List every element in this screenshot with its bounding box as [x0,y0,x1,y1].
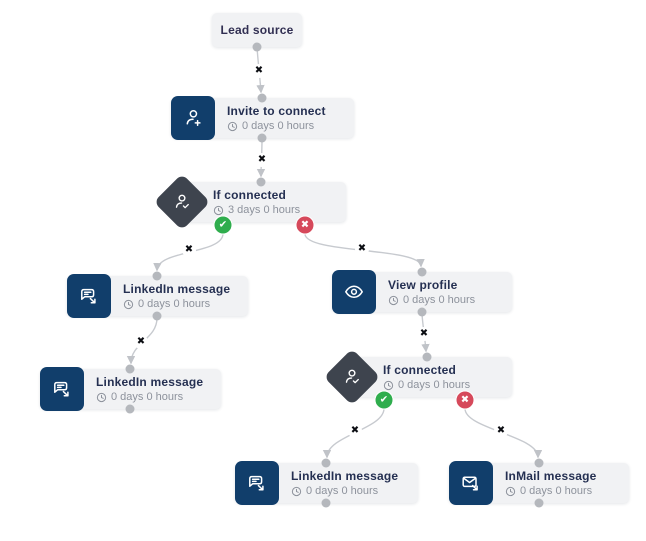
node-if-connected-1[interactable]: If connected 3 days 0 hours [153,173,346,231]
check-icon: ✔ [218,219,228,230]
node-delay-text: 0 days 0 hours [520,485,593,497]
node-title: LinkedIn message [96,375,204,389]
chat-forward-icon-svg [81,288,96,304]
user-plus-icon [171,96,215,140]
mail-forward-icon [449,461,493,505]
node-title: View profile [388,278,458,292]
connection-handle[interactable] [257,133,267,143]
node-title: If connected [383,363,457,377]
node-delay-text: 0 days 0 hours [306,485,379,497]
delete-edge-icon[interactable]: ✖ [255,153,269,167]
branch-no-badge: ✖ [455,390,475,410]
node-text: LinkedIn message 0 days 0 hours [291,469,398,497]
clock-icon [388,295,399,305]
connection-handle[interactable] [321,498,331,508]
connection-handle[interactable] [534,498,544,508]
delete-edge-icon[interactable]: ✖ [494,424,508,438]
user-check-icon [323,348,381,406]
node-text: LinkedIn message 0 days 0 hours [123,282,230,310]
node-lead-source[interactable]: Lead source [212,13,302,47]
connection-handle[interactable] [321,458,331,468]
node-linkedin-message-2[interactable]: LinkedIn message 0 days 0 hours [40,367,221,411]
node-if-connected-2[interactable]: If connected 0 days 0 hours [323,348,512,406]
connection-handle[interactable] [256,177,266,187]
node-title: InMail message [505,469,597,483]
node-delay: 0 days 0 hours [291,485,398,497]
connection-handle[interactable] [125,404,135,414]
node-view-profile[interactable]: View profile 0 days 0 hours [332,270,512,314]
delete-edge-icon[interactable]: ✖ [252,64,266,78]
chat-forward-icon [235,461,279,505]
node-delay: 3 days 0 hours [213,204,300,216]
x-icon: ✖ [300,219,310,230]
node-linkedin-message-3[interactable]: LinkedIn message 0 days 0 hours [235,461,418,505]
chat-forward-icon-svg [249,475,264,491]
node-delay-text: 0 days 0 hours [242,120,315,132]
connection-handle[interactable] [417,307,427,317]
connection-handle[interactable] [152,311,162,321]
check-icon: ✔ [379,394,389,405]
connection-handle[interactable] [534,458,544,468]
user-plus-icon-svg [186,109,201,126]
node-title: If connected [213,188,287,202]
node-text: View profile 0 days 0 hours [388,278,475,306]
node-delay-text: 0 days 0 hours [398,379,471,391]
node-delay: 0 days 0 hours [227,120,326,132]
node-text: LinkedIn message 0 days 0 hours [96,375,203,403]
node-text: If connected 0 days 0 hours [383,363,470,391]
delete-edge-icon[interactable]: ✖ [182,243,196,257]
connection-handle[interactable] [422,352,432,362]
eye-icon [332,270,376,314]
node-delay: 0 days 0 hours [96,391,203,403]
node-invite-to-connect[interactable]: Invite to connect 0 days 0 hours [171,96,354,140]
node-delay: 0 days 0 hours [383,379,470,391]
branch-yes-badge: ✔ [374,390,394,410]
branch-yes-badge: ✔ [213,215,233,235]
user-check-icon [153,173,211,231]
node-text: InMail message 0 days 0 hours [505,469,597,497]
node-text: Invite to connect 0 days 0 hours [227,104,326,132]
user-check-icon-svg [175,194,189,209]
node-title: Invite to connect [227,104,326,118]
connection-handle[interactable] [257,93,267,103]
branch-no-badge: ✖ [295,215,315,235]
mail-forward-icon-svg [462,476,478,491]
node-title: LinkedIn message [123,282,231,296]
delete-edge-icon[interactable]: ✖ [134,335,148,349]
node-text: If connected 3 days 0 hours [213,188,300,216]
node-delay-text: 3 days 0 hours [228,204,301,216]
node-linkedin-message-1[interactable]: LinkedIn message 0 days 0 hours [67,274,248,318]
user-check-icon-svg [345,369,359,384]
x-icon: ✖ [460,394,470,405]
clock-icon [383,380,394,390]
node-delay: 0 days 0 hours [505,485,597,497]
node-inmail-message[interactable]: InMail message 0 days 0 hours [449,461,629,505]
clock-icon [123,299,134,309]
delete-edge-icon[interactable]: ✖ [417,327,431,341]
clock-icon [213,205,224,215]
node-delay-text: 0 days 0 hours [138,298,211,310]
connection-handle[interactable] [417,267,427,277]
clock-icon [505,486,516,496]
delete-edge-icon[interactable]: ✖ [348,424,362,438]
clock-icon [227,121,238,131]
node-delay: 0 days 0 hours [123,298,230,310]
eye-icon-svg [345,285,363,299]
node-title: LinkedIn message [291,469,399,483]
clock-icon [96,392,107,402]
node-delay-text: 0 days 0 hours [111,391,184,403]
node-delay: 0 days 0 hours [388,294,475,306]
connection-handle[interactable] [152,271,162,281]
delete-edge-icon[interactable]: ✖ [355,242,369,256]
connection-handle[interactable] [252,42,262,52]
connection-handle[interactable] [125,364,135,374]
node-delay-text: 0 days 0 hours [403,294,476,306]
clock-icon [291,486,302,496]
chat-forward-icon [40,367,84,411]
chat-forward-icon-svg [54,381,69,397]
chat-forward-icon [67,274,111,318]
